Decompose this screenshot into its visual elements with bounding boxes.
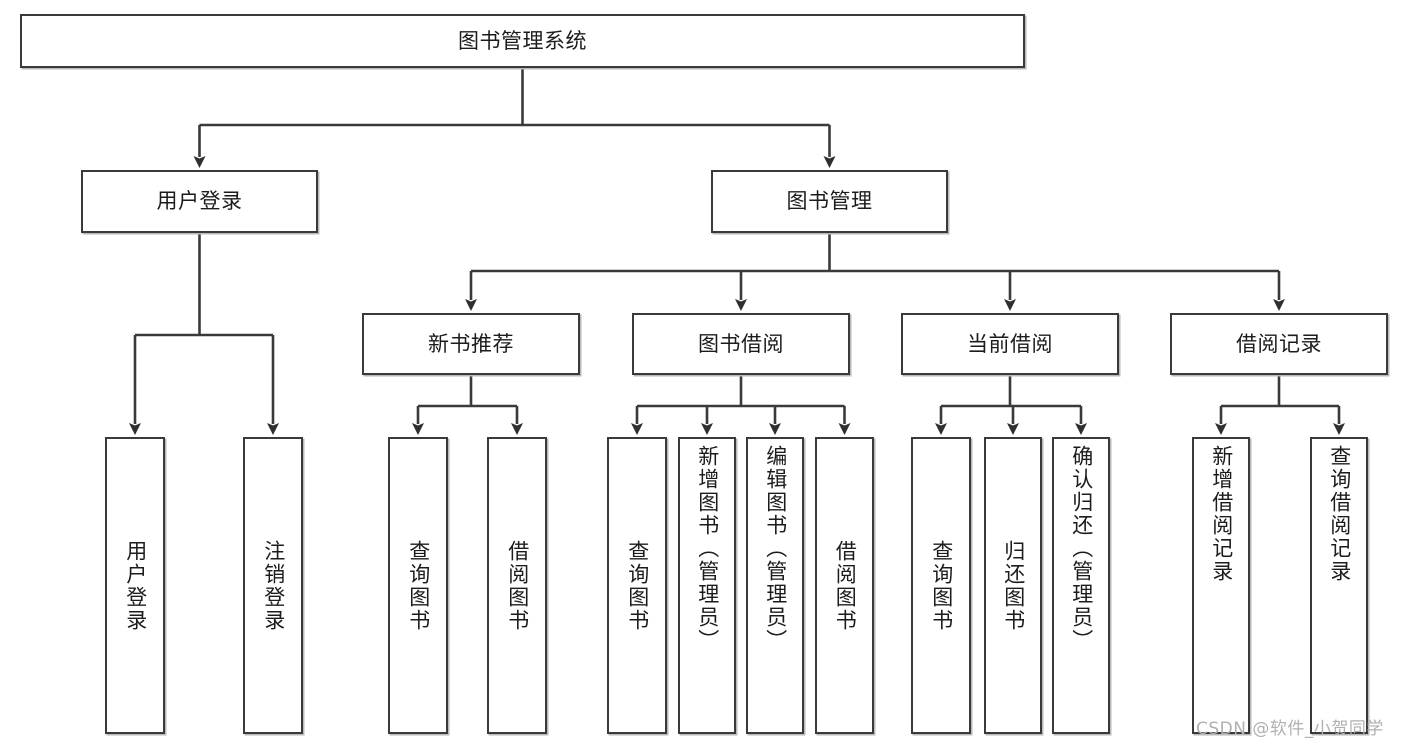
node-label: 查询借阅记录 <box>1327 445 1352 583</box>
node-label: 注销登录 <box>261 539 286 632</box>
node-label: 借阅图书 <box>505 539 530 632</box>
node-label: 归还图书 <box>1001 539 1026 632</box>
node-leaf-query-book-3[interactable]: 查询图书 <box>911 437 971 734</box>
node-leaf-borrow-book-2[interactable]: 借阅图书 <box>815 437 874 734</box>
node-label: 查询图书 <box>625 539 650 632</box>
node-label: 图书管理系统 <box>458 28 587 53</box>
node-label: 新增借阅记录 <box>1209 445 1234 583</box>
node-label: 用户登录 <box>123 539 148 632</box>
node-label: 新增图书（管理员） <box>695 445 720 652</box>
node-leaf-borrow-book-1[interactable]: 借阅图书 <box>487 437 547 734</box>
node-newbook[interactable]: 新书推荐 <box>362 313 580 375</box>
node-label: 查询图书 <box>406 539 431 632</box>
node-current[interactable]: 当前借阅 <box>901 313 1119 375</box>
node-label: 新书推荐 <box>428 331 514 356</box>
node-label: 编辑图书（管理员） <box>763 445 788 652</box>
node-leaf-edit-book[interactable]: 编辑图书（管理员） <box>746 437 804 734</box>
node-label: 借阅记录 <box>1236 331 1322 356</box>
node-label: 图书管理 <box>786 189 873 214</box>
node-label: 查询图书 <box>929 539 954 632</box>
node-label: 借阅图书 <box>833 539 858 632</box>
node-bookmgmt[interactable]: 图书管理 <box>711 170 948 233</box>
node-leaf-query-book-2[interactable]: 查询图书 <box>607 437 667 734</box>
node-label: 图书借阅 <box>698 331 784 356</box>
node-leaf-add-book[interactable]: 新增图书（管理员） <box>678 437 736 734</box>
node-records[interactable]: 借阅记录 <box>1170 313 1388 375</box>
node-leaf-logout-login[interactable]: 注销登录 <box>243 437 303 734</box>
node-leaf-user-login[interactable]: 用户登录 <box>105 437 165 734</box>
node-leaf-return-book[interactable]: 归还图书 <box>984 437 1042 734</box>
node-leaf-confirm-return[interactable]: 确认归还（管理员） <box>1052 437 1110 734</box>
node-root[interactable]: 图书管理系统 <box>20 14 1025 68</box>
node-leaf-query-record[interactable]: 查询借阅记录 <box>1310 437 1368 734</box>
node-leaf-query-book-1[interactable]: 查询图书 <box>388 437 448 734</box>
node-login[interactable]: 用户登录 <box>81 170 318 233</box>
node-leaf-add-record[interactable]: 新增借阅记录 <box>1192 437 1250 734</box>
node-label: 确认归还（管理员） <box>1069 445 1094 652</box>
node-borrow[interactable]: 图书借阅 <box>632 313 850 375</box>
node-label: 用户登录 <box>156 189 243 214</box>
node-label: 当前借阅 <box>967 331 1053 356</box>
csdn-watermark: CSDN @软件_小贺同学 <box>1196 719 1384 739</box>
